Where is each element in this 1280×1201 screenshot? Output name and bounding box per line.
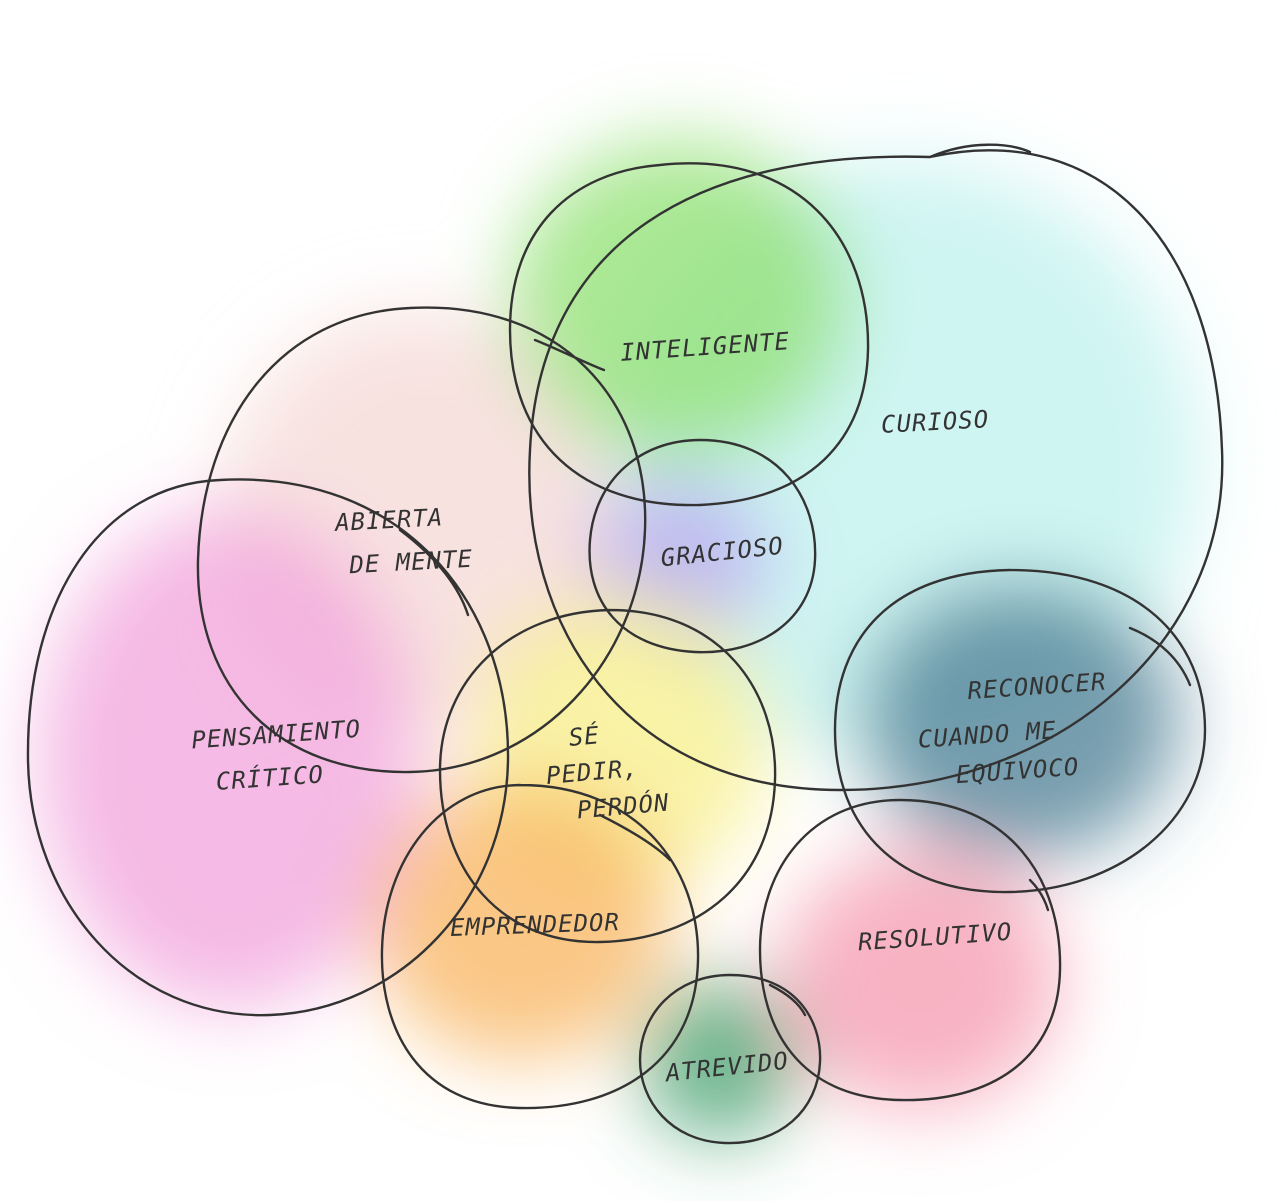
label-emprendedor: EMPRENDEDOR xyxy=(450,908,621,942)
outline-gracioso xyxy=(588,438,817,654)
outline-pensamiento xyxy=(26,478,510,1017)
wash-inteligente xyxy=(510,140,850,460)
outline-curioso xyxy=(528,143,1224,792)
wash-reconocer xyxy=(860,580,1180,860)
wash-emprendedor xyxy=(370,780,670,1060)
outline-inteligente xyxy=(508,162,870,507)
wash-resolutivo xyxy=(780,850,1060,1110)
outline-perdon xyxy=(438,608,777,944)
label-abierta: ABIERTA DE MENTE xyxy=(332,502,473,580)
outline-abierta xyxy=(196,306,647,774)
outline-emprendedor xyxy=(380,783,700,1110)
label-curioso: CURIOSO xyxy=(880,405,989,439)
circle-outlines xyxy=(26,143,1224,1145)
wash-pensamiento xyxy=(40,510,420,1010)
outline-atrevido xyxy=(638,973,822,1145)
outline-resolutivo xyxy=(758,798,1062,1102)
watercolor-washes xyxy=(40,140,1200,1140)
outline-reconocer xyxy=(833,568,1207,894)
wash-atrevido xyxy=(640,980,800,1140)
